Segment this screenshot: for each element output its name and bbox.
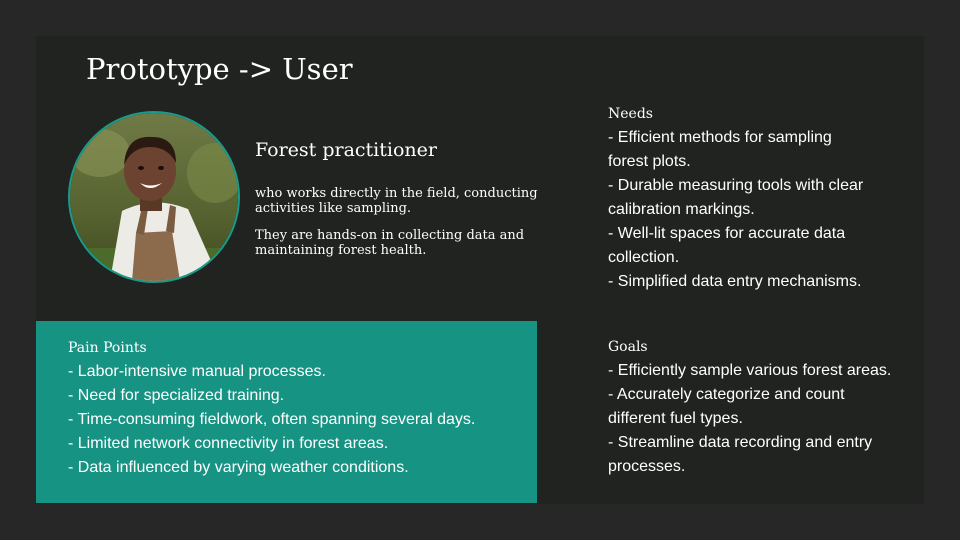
goals-line: different fuel types. — [608, 410, 743, 427]
needs-line: - Simplified data entry mechanisms. — [608, 273, 862, 290]
person-photo-icon — [70, 113, 238, 281]
slide-title: Prototype -> User — [86, 52, 353, 86]
goals-line: processes. — [608, 458, 686, 475]
persona-description-line: who works directly in the field, conduct… — [255, 186, 538, 216]
pain-point-line: - Labor-intensive manual processes. — [68, 363, 326, 380]
persona-description-line: They are hands-on in collecting data and… — [255, 228, 525, 258]
pain-points-heading: Pain Points — [68, 340, 147, 356]
pain-point-line: - Time-consuming fieldwork, often spanni… — [68, 411, 476, 428]
goals-line: - Accurately categorize and count — [608, 386, 845, 403]
persona-description: who works directly in the field, conduct… — [255, 186, 545, 270]
pain-points-box: Pain Points - Labor-intensive manual pro… — [36, 321, 537, 503]
pain-points-section: Pain Points - Labor-intensive manual pro… — [68, 336, 528, 480]
persona-photo — [68, 111, 240, 283]
goals-heading: Goals — [608, 339, 648, 355]
needs-line: - Durable measuring tools with clear — [608, 177, 864, 194]
pain-point-line: - Need for specialized training. — [68, 387, 285, 404]
goals-line: - Streamline data recording and entry — [608, 434, 873, 451]
needs-line: - Efficient methods for sampling — [608, 129, 832, 146]
needs-heading: Needs — [608, 106, 653, 122]
needs-section: Needs - Efficient methods for sampling f… — [608, 102, 908, 294]
pain-point-line: - Limited network connectivity in forest… — [68, 435, 389, 452]
slide: Prototype -> User — [36, 36, 924, 504]
needs-line: - Well-lit spaces for accurate data — [608, 225, 846, 242]
needs-line: forest plots. — [608, 153, 691, 170]
goals-line: - Efficiently sample various forest area… — [608, 362, 892, 379]
needs-line: collection. — [608, 249, 680, 266]
persona-name: Forest practitioner — [255, 139, 437, 161]
goals-section: Goals - Efficiently sample various fores… — [608, 335, 924, 479]
needs-line: calibration markings. — [608, 201, 755, 218]
pain-point-line: - Data influenced by varying weather con… — [68, 459, 409, 476]
